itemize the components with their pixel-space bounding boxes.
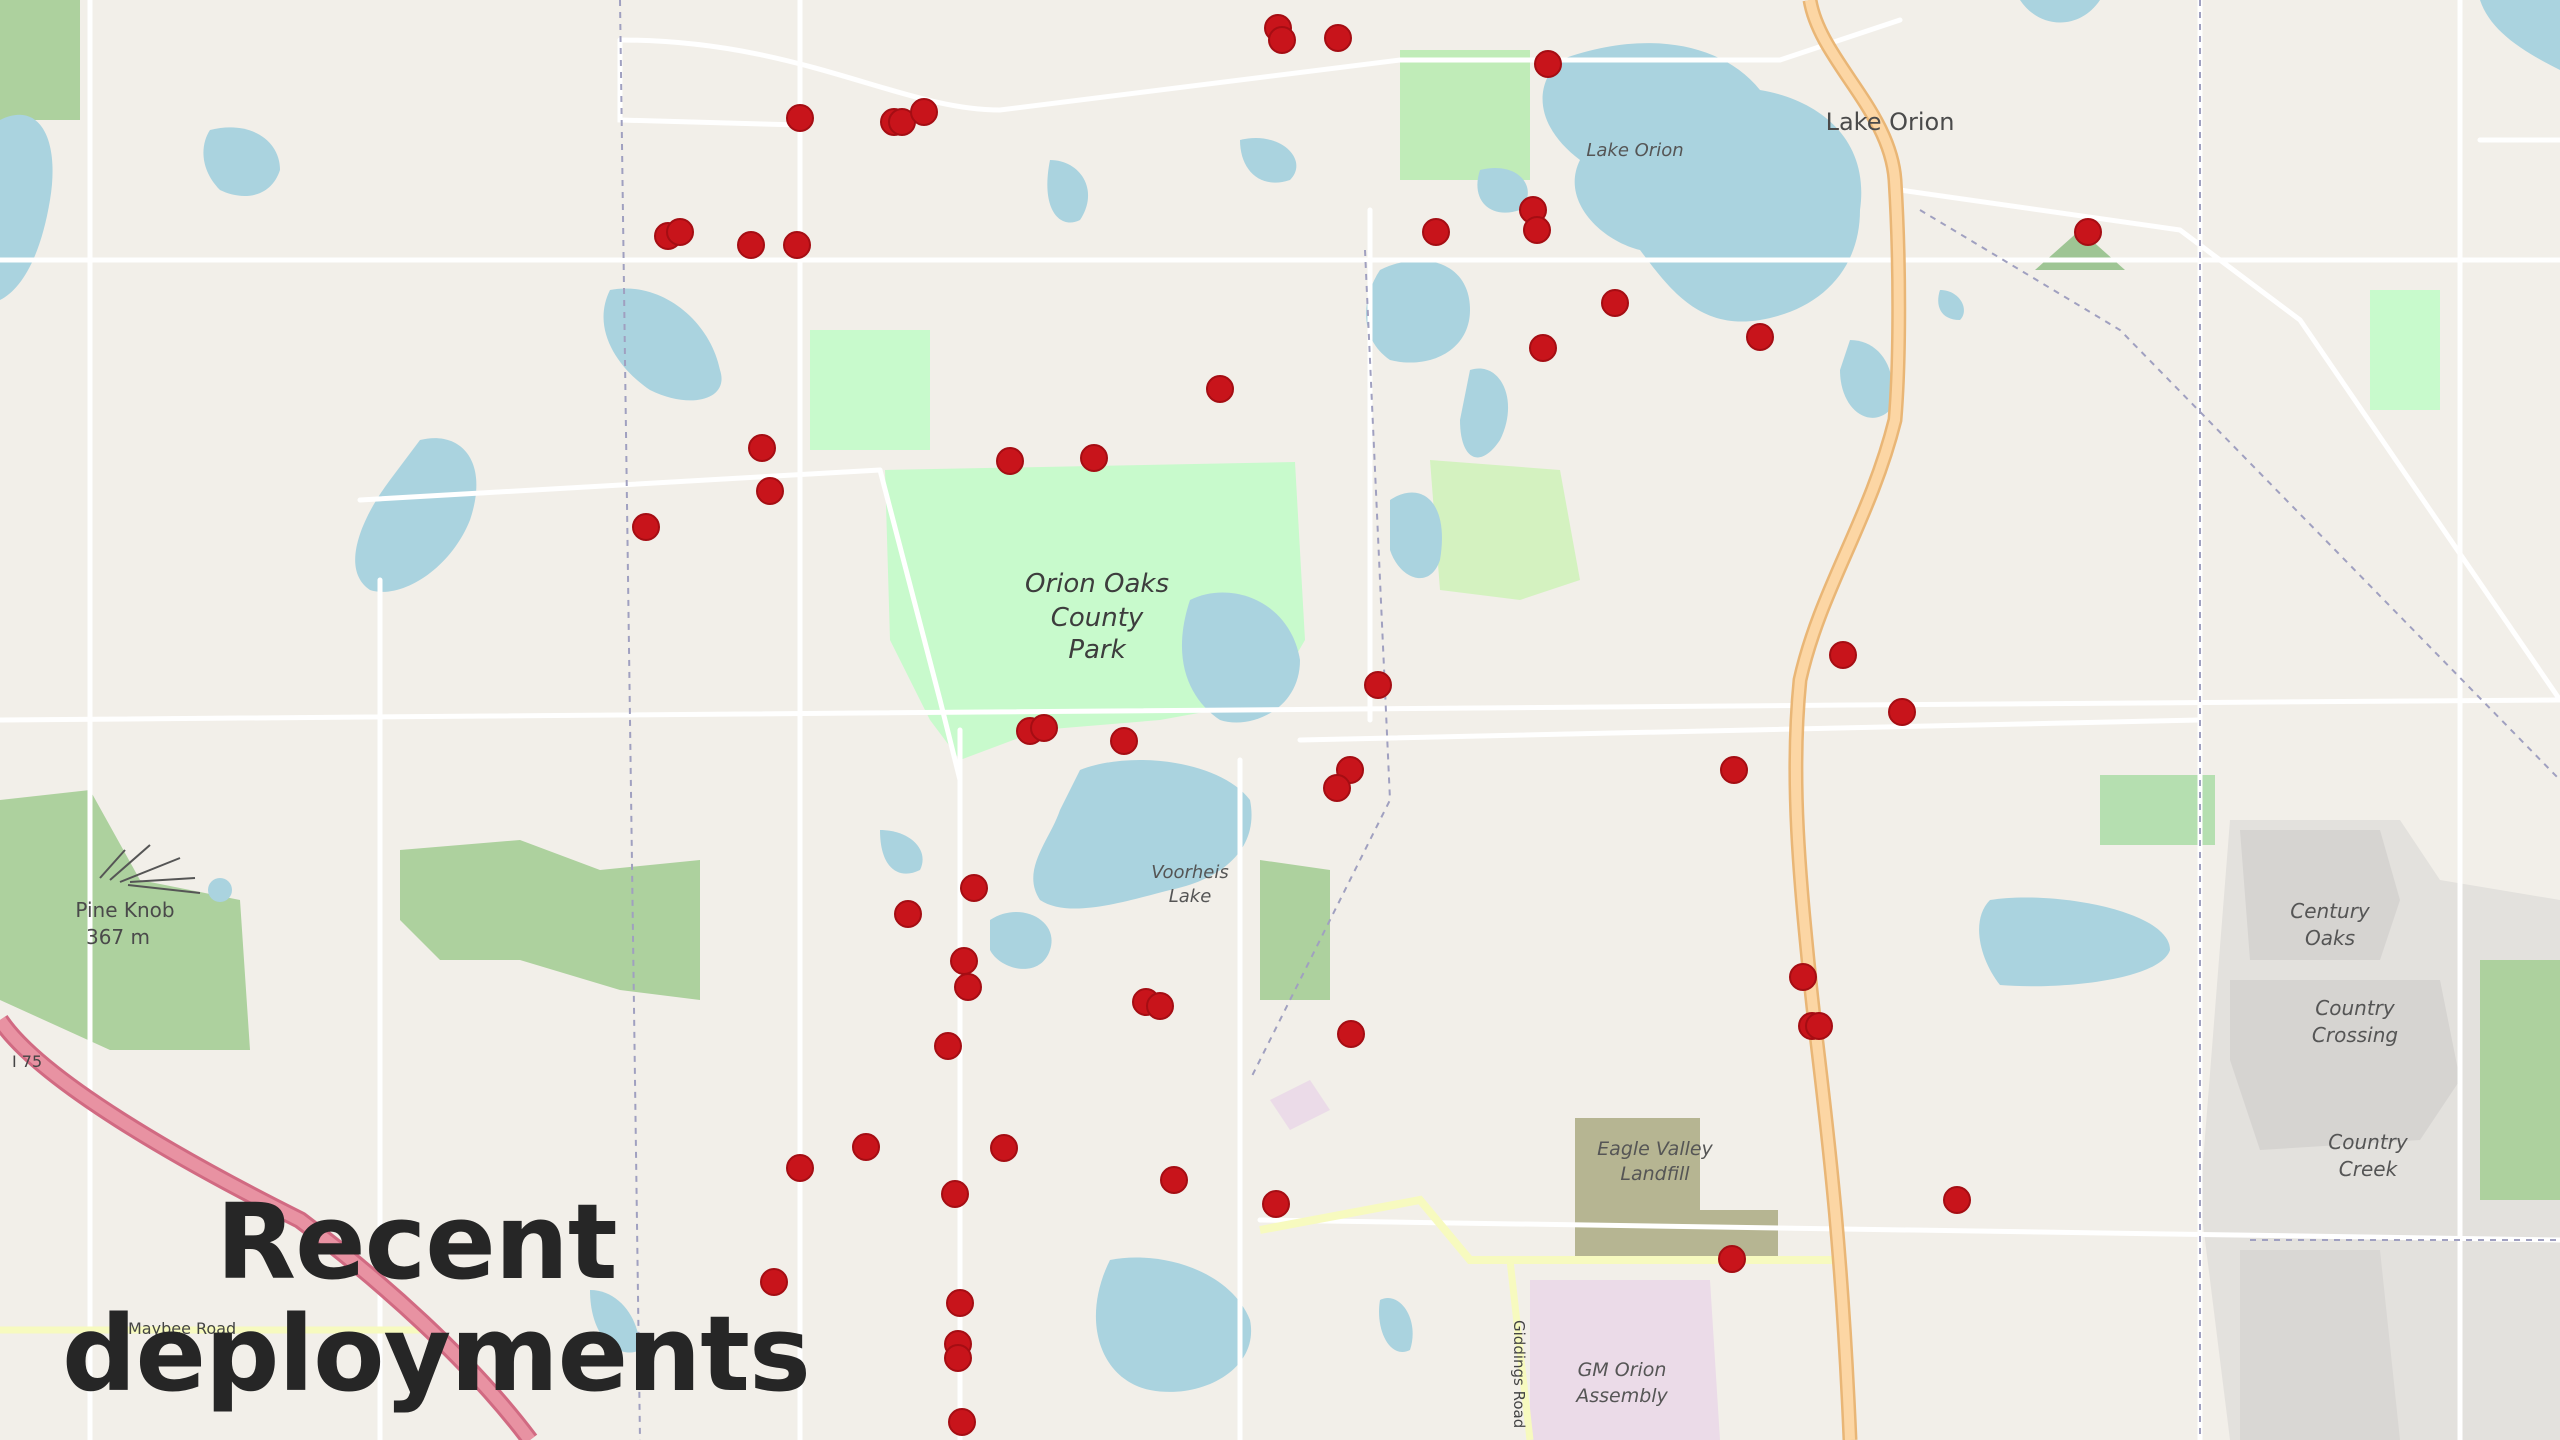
deployment-marker[interactable] (1146, 992, 1174, 1020)
deployment-marker[interactable] (1422, 218, 1450, 246)
eagle-valley-label-2: Landfill (1620, 1163, 1690, 1185)
deployment-marker[interactable] (990, 1134, 1018, 1162)
deployment-marker[interactable] (760, 1268, 788, 1296)
deployment-marker[interactable] (666, 218, 694, 246)
deployment-marker[interactable] (1080, 444, 1108, 472)
deployment-marker[interactable] (1601, 289, 1629, 317)
gm-orion-label-1: GM Orion (1578, 1359, 1667, 1381)
gm-orion-label-2: Assembly (1574, 1385, 1668, 1407)
boundaries (619, 0, 2560, 1440)
deployment-marker[interactable] (894, 900, 922, 928)
title-line-2: deployments (62, 1293, 811, 1415)
deployment-marker[interactable] (1746, 323, 1774, 351)
pine-knob-elevation: 367 m (86, 925, 150, 949)
deployment-marker[interactable] (1805, 1012, 1833, 1040)
deployment-marker[interactable] (1030, 714, 1058, 742)
giddings-road-line (1506, 1259, 1534, 1440)
industrial-area-small (1270, 1080, 1330, 1130)
deployment-marker[interactable] (1720, 756, 1748, 784)
deployment-marker[interactable] (950, 947, 978, 975)
deployment-marker[interactable] (934, 1032, 962, 1060)
deployment-marker[interactable] (1523, 216, 1551, 244)
maybee-road-label: Maybee Road (128, 1319, 236, 1338)
lake-orion-town-label: Lake Orion (1826, 108, 1955, 136)
deployment-marker[interactable] (1323, 774, 1351, 802)
deployment-marker[interactable] (996, 447, 1024, 475)
deployment-marker[interactable] (1110, 727, 1138, 755)
industrial-area (1530, 1280, 1720, 1440)
deployment-marker[interactable] (1206, 375, 1234, 403)
title-line-1: Recent (216, 1181, 618, 1303)
deployment-marker[interactable] (1888, 698, 1916, 726)
eagle-valley-label-1: Eagle Valley (1597, 1138, 1713, 1160)
century-oaks-label-1: Century (2290, 899, 2371, 923)
park-label-2: County (1051, 603, 1144, 633)
pine-knob-label: Pine Knob (75, 898, 174, 922)
deployment-marker[interactable] (1789, 963, 1817, 991)
deployment-marker[interactable] (786, 1154, 814, 1182)
park-label-3: Park (1068, 635, 1126, 665)
route-shield-label: I 75 (12, 1052, 42, 1071)
deployment-marker[interactable] (1718, 1245, 1746, 1273)
deployment-marker[interactable] (783, 231, 811, 259)
deployment-marker[interactable] (1364, 671, 1392, 699)
country-creek-label-2: Creek (2339, 1157, 2399, 1181)
deployment-marker[interactable] (1534, 50, 1562, 78)
primary-road (1790, 0, 1904, 1440)
pond (208, 878, 232, 902)
deployment-marker[interactable] (632, 513, 660, 541)
deployment-marker[interactable] (1529, 334, 1557, 362)
country-crossing-label-2: Crossing (2312, 1023, 2398, 1047)
deployment-marker[interactable] (944, 1344, 972, 1372)
residential-areas (2200, 820, 2560, 1440)
deployment-marker[interactable] (786, 104, 814, 132)
deployment-marker[interactable] (1337, 1020, 1365, 1048)
lake-orion-lake-label: Lake Orion (1586, 140, 1683, 161)
lakes (0, 0, 2560, 1392)
country-creek-label-1: Country (2328, 1130, 2409, 1154)
deployment-marker[interactable] (1268, 26, 1296, 54)
motorway (0, 1016, 535, 1440)
deployment-marker[interactable] (756, 477, 784, 505)
deployment-marker[interactable] (1262, 1190, 1290, 1218)
century-oaks-label-2: Oaks (2305, 926, 2355, 950)
country-crossing-label-1: Country (2315, 996, 2396, 1020)
deployment-marker[interactable] (941, 1180, 969, 1208)
deployment-marker[interactable] (948, 1408, 976, 1436)
deployment-marker[interactable] (954, 973, 982, 1001)
deployment-marker[interactable] (2074, 218, 2102, 246)
park-label-1: Orion Oaks (1025, 569, 1169, 599)
deployment-marker[interactable] (910, 98, 938, 126)
deployment-marker[interactable] (1829, 641, 1857, 669)
deployment-marker[interactable] (1943, 1186, 1971, 1214)
deployment-marker[interactable] (960, 874, 988, 902)
deployment-markers (632, 14, 2102, 1436)
deployment-marker[interactable] (852, 1133, 880, 1161)
secondary-road (1259, 1195, 1840, 1264)
voorheis-label-2: Lake (1169, 886, 1212, 907)
deployment-marker[interactable] (946, 1289, 974, 1317)
voorheis-label-1: Voorheis (1151, 862, 1229, 883)
deployment-marker[interactable] (1160, 1166, 1188, 1194)
deployment-marker[interactable] (1324, 24, 1352, 52)
ski-lift-icon (99, 844, 201, 894)
deployment-marker[interactable] (748, 434, 776, 462)
deployment-marker[interactable] (737, 231, 765, 259)
giddings-road-label: Giddings Road (1510, 1320, 1528, 1428)
